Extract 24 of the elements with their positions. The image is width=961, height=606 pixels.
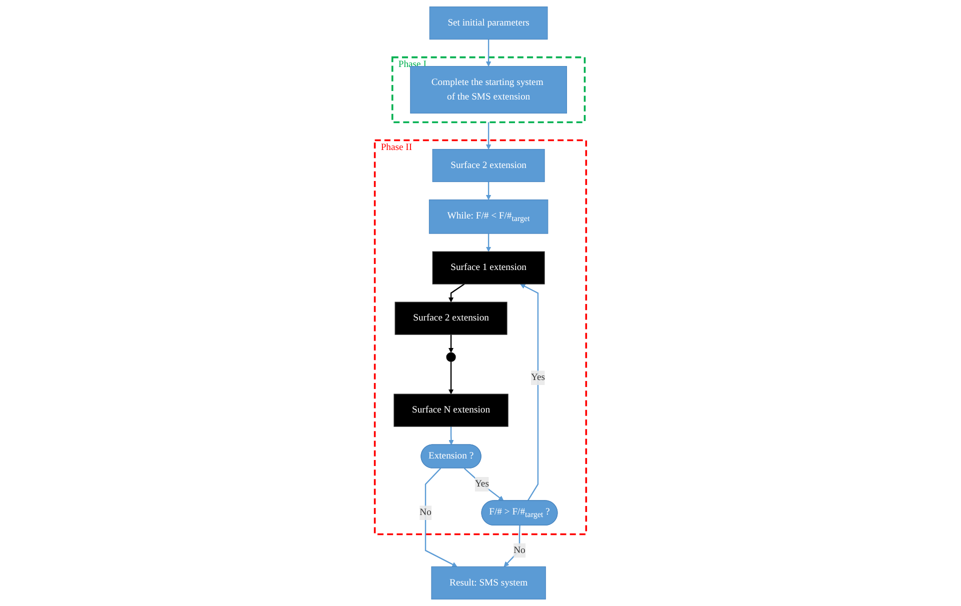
edge-label: No [420,507,432,518]
node-box: While: F/# < F/#$_{target}$ [428,200,548,234]
arrow [448,284,465,302]
arrow [520,284,539,502]
arrow [486,39,492,67]
arrow [464,468,504,502]
arrow [486,122,492,150]
arrow [424,468,458,567]
node-box: Set initial parameters [429,6,548,40]
arrow [448,334,454,353]
node-box: Result: SMS system [431,566,546,600]
arrow [448,426,454,446]
arrow [448,362,454,394]
node-box: Surface 2 extension [394,302,508,335]
edge-label: No [514,545,526,556]
edge-label: Yes [530,372,545,383]
node-box: Complete the starting system of the SMS extension [410,66,568,114]
node-box: Surface N extension [394,394,508,427]
arrow [486,234,492,252]
edge-label: Yes [474,478,489,490]
node-dots [446,352,456,362]
node-box: Surface 1 extension [432,251,545,284]
arrow [486,182,492,200]
node-box: Surface 2 extension [432,149,545,182]
